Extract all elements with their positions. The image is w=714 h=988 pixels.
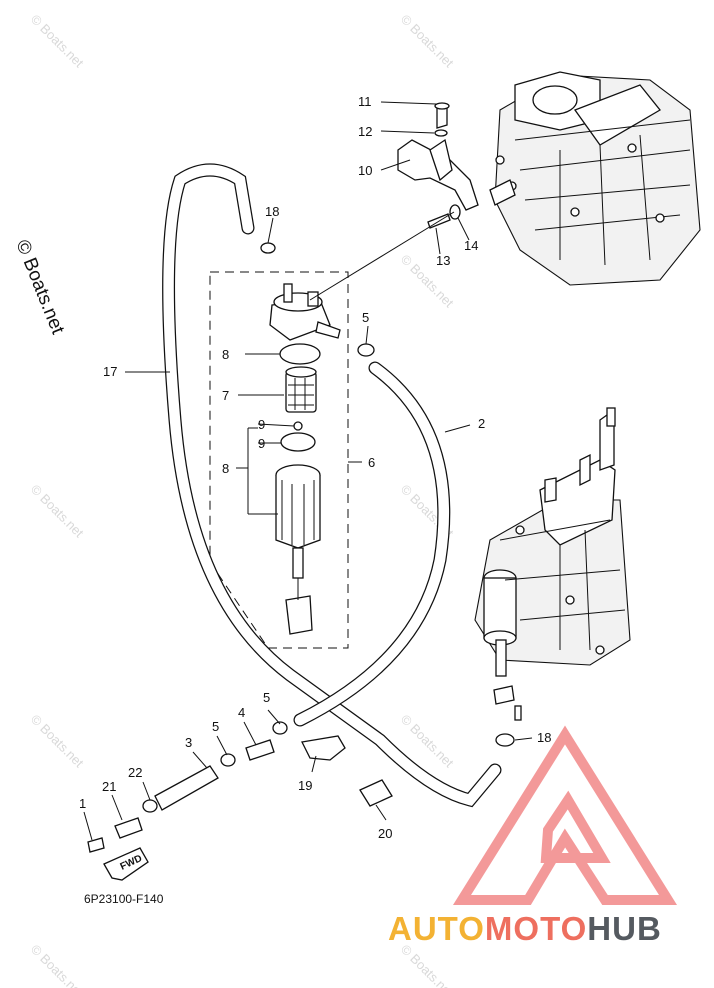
watermark: © Boats.net	[28, 482, 87, 541]
brand-logo: AUTOMOTOHUB	[388, 725, 678, 947]
callout-6: 6	[368, 455, 375, 470]
callout-19: 19	[298, 778, 312, 793]
callout-2: 2	[478, 416, 485, 431]
callout-13: 11	[358, 94, 372, 109]
callout-3: 3	[185, 735, 192, 750]
callout-18: 18	[537, 730, 551, 745]
callout-20: 20	[378, 826, 392, 841]
watermark: © Boats.net	[398, 12, 457, 71]
fuel-filter-components	[269, 283, 341, 635]
engine-block	[489, 71, 701, 286]
brand-part-hub: HUB	[587, 910, 662, 947]
callout-16: 14	[464, 238, 478, 253]
brand-part-moto: MOTO	[485, 910, 587, 947]
bracket-assembly	[397, 102, 479, 229]
watermark: © Boats.net	[398, 942, 457, 988]
callout-21: 21	[102, 779, 116, 794]
callout-17: 17	[103, 364, 117, 379]
callout-14: 12	[358, 124, 372, 139]
callout-7: 7	[222, 388, 229, 403]
drawing-code: 6P23100-F140	[84, 892, 164, 906]
callout-10: 9	[258, 417, 265, 432]
callout-9: 9	[258, 436, 265, 451]
callout-22: 22	[128, 765, 142, 780]
callout-5: 5	[212, 719, 219, 734]
watermark: © Boats.net	[28, 712, 87, 771]
vapor-separator	[474, 407, 631, 721]
callout-labels: 11 12 10 18 14 13 5 8 17 7 9 2 9 6 8 5 4…	[79, 94, 551, 841]
triangle-logo-icon	[452, 725, 678, 905]
callout-5: 5	[263, 690, 270, 705]
bottom-fittings	[87, 242, 515, 881]
watermark: © Boats.net	[28, 942, 87, 988]
callout-1: 1	[79, 796, 86, 811]
watermark: © Boats.net	[28, 12, 87, 71]
brand-part-auto: AUTO	[388, 910, 485, 947]
callout-15: 13	[436, 253, 450, 268]
callout-18: 18	[265, 204, 279, 219]
leader-lines	[83, 101, 533, 841]
callout-12: 10	[358, 163, 372, 178]
callout-11: 8	[222, 347, 229, 362]
brand-name: AUTOMOTOHUB	[388, 910, 662, 947]
callout-4: 4	[238, 705, 245, 720]
callout-5: 5	[362, 310, 369, 325]
callout-8: 8	[222, 461, 229, 476]
copyright-label: © Boats.net	[11, 237, 68, 338]
